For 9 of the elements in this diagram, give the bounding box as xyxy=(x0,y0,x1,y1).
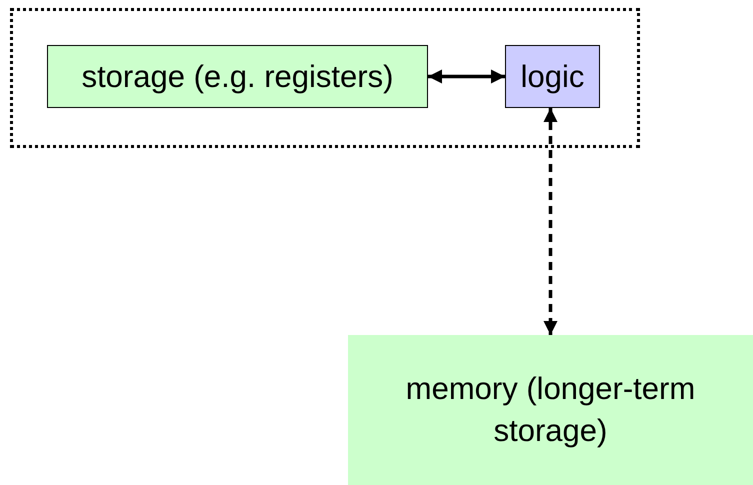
dashed-arrow xyxy=(544,108,558,335)
memory-box xyxy=(348,335,753,485)
storage-box xyxy=(47,45,428,108)
node-label: memory (longer-term storage) xyxy=(404,370,696,450)
node-label: storage (e.g. registers) xyxy=(82,58,394,96)
logic-box xyxy=(505,45,600,108)
node-label: logic xyxy=(520,58,584,96)
group-frame xyxy=(10,8,640,148)
arrow xyxy=(428,70,505,84)
